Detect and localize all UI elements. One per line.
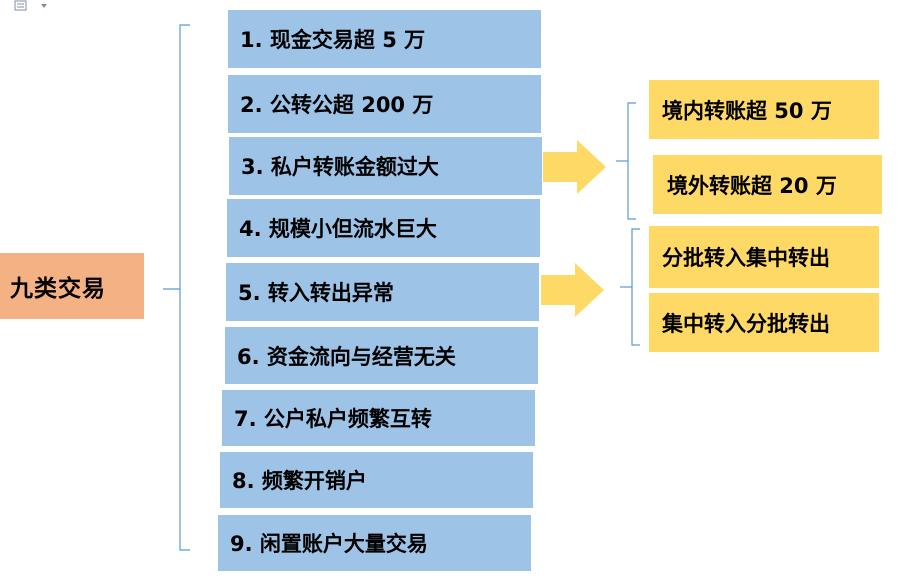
branch-a-node-2: 境外转账超 20 万: [653, 155, 882, 214]
layout-options-icon[interactable]: [14, 0, 48, 12]
item-node-8: 8. 频繁开销户: [220, 452, 533, 508]
item-node-2: 2. 公转公超 200 万: [228, 75, 541, 133]
item-node-9: 9. 闲置账户大量交易: [218, 515, 531, 571]
sub-label: 境外转账超 20 万: [667, 173, 837, 198]
item-label: 5. 转入转出异常: [238, 281, 394, 305]
branch-a-node-1: 境内转账超 50 万: [649, 80, 879, 139]
right-arrow-icon: [543, 140, 606, 194]
item-label: 3. 私户转账金额过大: [241, 155, 439, 179]
item-label: 6. 资金流向与经营无关: [237, 344, 456, 369]
main-bracket: [179, 24, 190, 551]
root-label: 九类交易: [10, 276, 106, 302]
item-label: 7. 公户私户频繁互转: [234, 407, 432, 431]
sub-label: 集中转入分批转出: [662, 311, 830, 336]
sub-label: 境内转账超 50 万: [662, 98, 832, 123]
branch-b-node-2: 集中转入分批转出: [649, 293, 879, 352]
right-arrow-icon: [541, 263, 604, 317]
item-node-1: 1. 现金交易超 5 万: [228, 10, 541, 68]
item-node-5: 5. 转入转出异常: [226, 263, 539, 321]
item-label: 4. 规模小但流水巨大: [239, 217, 437, 241]
item-node-3: 3. 私户转账金额过大: [229, 137, 542, 195]
branch-a-bracket: [627, 102, 636, 220]
item-label: 9. 闲置账户大量交易: [230, 532, 428, 556]
branch-b-bracket: [631, 228, 640, 346]
item-label: 1. 现金交易超 5 万: [240, 28, 426, 52]
item-node-4: 4. 规模小但流水巨大: [227, 199, 540, 257]
root-node: 九类交易: [0, 253, 144, 319]
item-label: 2. 公转公超 200 万: [240, 93, 434, 117]
item-node-7: 7. 公户私户频繁互转: [222, 390, 535, 446]
sub-label: 分批转入集中转出: [662, 246, 830, 270]
branch-b-node-1: 分批转入集中转出: [649, 226, 879, 288]
item-label: 8. 频繁开销户: [232, 469, 367, 493]
item-node-6: 6. 资金流向与经营无关: [225, 327, 538, 384]
